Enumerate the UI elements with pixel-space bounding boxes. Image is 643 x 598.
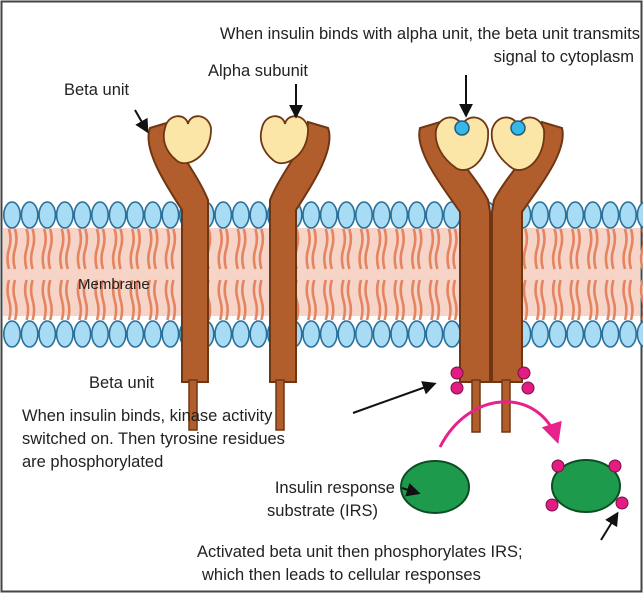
lipid-head-inner — [637, 321, 643, 347]
irs-label-line-2: substrate (IRS) — [267, 502, 378, 520]
lipid-head-outer — [567, 202, 583, 228]
alpha-subunit-left — [164, 116, 211, 163]
lipid-head-outer — [92, 202, 108, 228]
beta-tail-dimer-right — [502, 380, 510, 432]
irs-protein — [401, 461, 469, 513]
lipid-head-inner — [74, 321, 90, 347]
lipid-head-outer — [532, 202, 548, 228]
top-caption-line-2: signal to cytoplasm — [494, 48, 634, 66]
lipid-head-outer — [585, 202, 601, 228]
lipid-head-outer — [409, 202, 425, 228]
lipid-head-outer — [74, 202, 90, 228]
lipid-head-outer — [145, 202, 161, 228]
lipid-head-inner — [549, 321, 565, 347]
lipid-head-outer — [637, 202, 643, 228]
lipid-head-inner — [391, 321, 407, 347]
lipid-head-inner — [585, 321, 601, 347]
irs-phosphate-4 — [616, 497, 628, 509]
lipid-head-outer — [373, 202, 389, 228]
lipid-head-outer — [391, 202, 407, 228]
lipid-head-outer — [162, 202, 178, 228]
alpha-subunit-label: Alpha subunit — [208, 62, 308, 80]
insulin-molecule-left — [455, 121, 469, 135]
lipid-head-outer — [303, 202, 319, 228]
lipid-head-inner — [250, 321, 266, 347]
lipid-head-inner — [145, 321, 161, 347]
lipid-head-inner — [92, 321, 108, 347]
phosphate-1 — [451, 367, 463, 379]
phosphate-4 — [522, 382, 534, 394]
irs-phosphate-1 — [552, 460, 564, 472]
lipid-head-outer — [109, 202, 125, 228]
activated-irs-pointer — [601, 514, 617, 540]
lipid-head-inner — [109, 321, 125, 347]
lipid-head-outer — [321, 202, 337, 228]
lipid-head-inner — [303, 321, 319, 347]
lipid-head-inner — [321, 321, 337, 347]
lipid-head-inner — [162, 321, 178, 347]
cell-membrane — [3, 202, 643, 347]
lipid-head-inner — [338, 321, 354, 347]
lipid-head-inner — [215, 321, 231, 347]
lipid-head-outer — [39, 202, 55, 228]
lipid-head-outer — [602, 202, 618, 228]
beta-unit-label-bottom: Beta unit — [89, 374, 155, 392]
kinase-caption-line-3: are phosphorylated — [22, 453, 163, 471]
lipid-head-outer — [233, 202, 249, 228]
kinase-pointer — [353, 384, 434, 413]
lipid-head-inner — [620, 321, 636, 347]
kinase-caption-line-1: When insulin binds, kinase activity — [22, 407, 273, 425]
lipid-head-outer — [4, 202, 20, 228]
insulin-molecule-right — [511, 121, 525, 135]
irs-phosphate-2 — [609, 460, 621, 472]
lipid-head-inner — [21, 321, 37, 347]
lipid-head-inner — [233, 321, 249, 347]
membrane-label: Membrane — [78, 276, 150, 293]
lipid-head-inner — [444, 321, 460, 347]
irs-phosphorylated — [546, 460, 628, 512]
lipid-head-inner — [567, 321, 583, 347]
lipid-head-inner — [57, 321, 73, 347]
beta-tail-middle — [276, 380, 284, 430]
lipid-head-outer — [250, 202, 266, 228]
phosphate-2 — [451, 382, 463, 394]
lipid-head-inner — [4, 321, 20, 347]
lipid-head-outer — [127, 202, 143, 228]
lipid-head-outer — [338, 202, 354, 228]
beta-unit-label-top: Beta unit — [64, 81, 130, 99]
beta-unit-pointer — [135, 110, 147, 131]
lipid-head-inner — [127, 321, 143, 347]
lipid-head-outer — [549, 202, 565, 228]
lipid-heads-outer — [4, 202, 643, 228]
bottom-caption-line-2: which then leads to cellular responses — [201, 566, 481, 584]
lipid-heads-inner — [4, 321, 643, 347]
top-caption-line-1: When insulin binds with alpha unit, the … — [220, 25, 640, 43]
lipid-head-outer — [356, 202, 372, 228]
phosphorylation-arrow — [440, 402, 557, 447]
phosphate-3 — [518, 367, 530, 379]
bottom-caption-line-1: Activated beta unit then phosphorylates … — [197, 543, 523, 561]
lipid-head-inner — [426, 321, 442, 347]
irs-label-line-1: Insulin response — [275, 479, 395, 497]
lipid-head-inner — [356, 321, 372, 347]
lipid-head-inner — [602, 321, 618, 347]
lipid-head-outer — [57, 202, 73, 228]
lipid-head-inner — [39, 321, 55, 347]
kinase-caption-line-2: switched on. Then tyrosine residues — [22, 430, 285, 448]
lipid-head-inner — [409, 321, 425, 347]
irs-phosphate-3 — [546, 499, 558, 511]
lipid-head-outer — [21, 202, 37, 228]
lipid-head-outer — [620, 202, 636, 228]
lipid-head-inner — [532, 321, 548, 347]
lipid-head-outer — [215, 202, 231, 228]
beta-tail-dimer-left — [472, 380, 480, 432]
lipid-head-outer — [426, 202, 442, 228]
lipid-head-inner — [373, 321, 389, 347]
